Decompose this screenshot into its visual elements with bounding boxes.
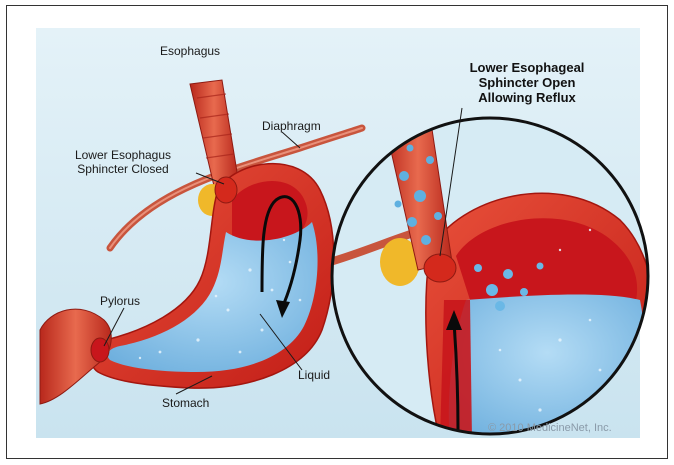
- label-les-open: Lower Esophageal Sphincter Open Allowing…: [452, 60, 602, 105]
- label-diaphragm: Diaphragm: [262, 119, 321, 133]
- label-les-closed: Lower Esophagus Sphincter Closed: [48, 148, 198, 176]
- label-esophagus: Esophagus: [160, 44, 220, 58]
- sphincter-closed: [215, 177, 237, 203]
- label-les-open-line3: Allowing Reflux: [452, 90, 602, 105]
- label-les-closed-line2: Sphincter Closed: [48, 162, 198, 176]
- label-liquid: Liquid: [298, 368, 330, 382]
- label-les-open-line1: Lower Esophageal: [452, 60, 602, 75]
- label-pylorus: Pylorus: [100, 294, 140, 308]
- copyright-text: © 2010 MedicineNet, Inc.: [488, 422, 612, 434]
- label-les-closed-line1: Lower Esophagus: [48, 148, 198, 162]
- label-stomach: Stomach: [162, 396, 209, 410]
- label-les-open-line2: Sphincter Open: [452, 75, 602, 90]
